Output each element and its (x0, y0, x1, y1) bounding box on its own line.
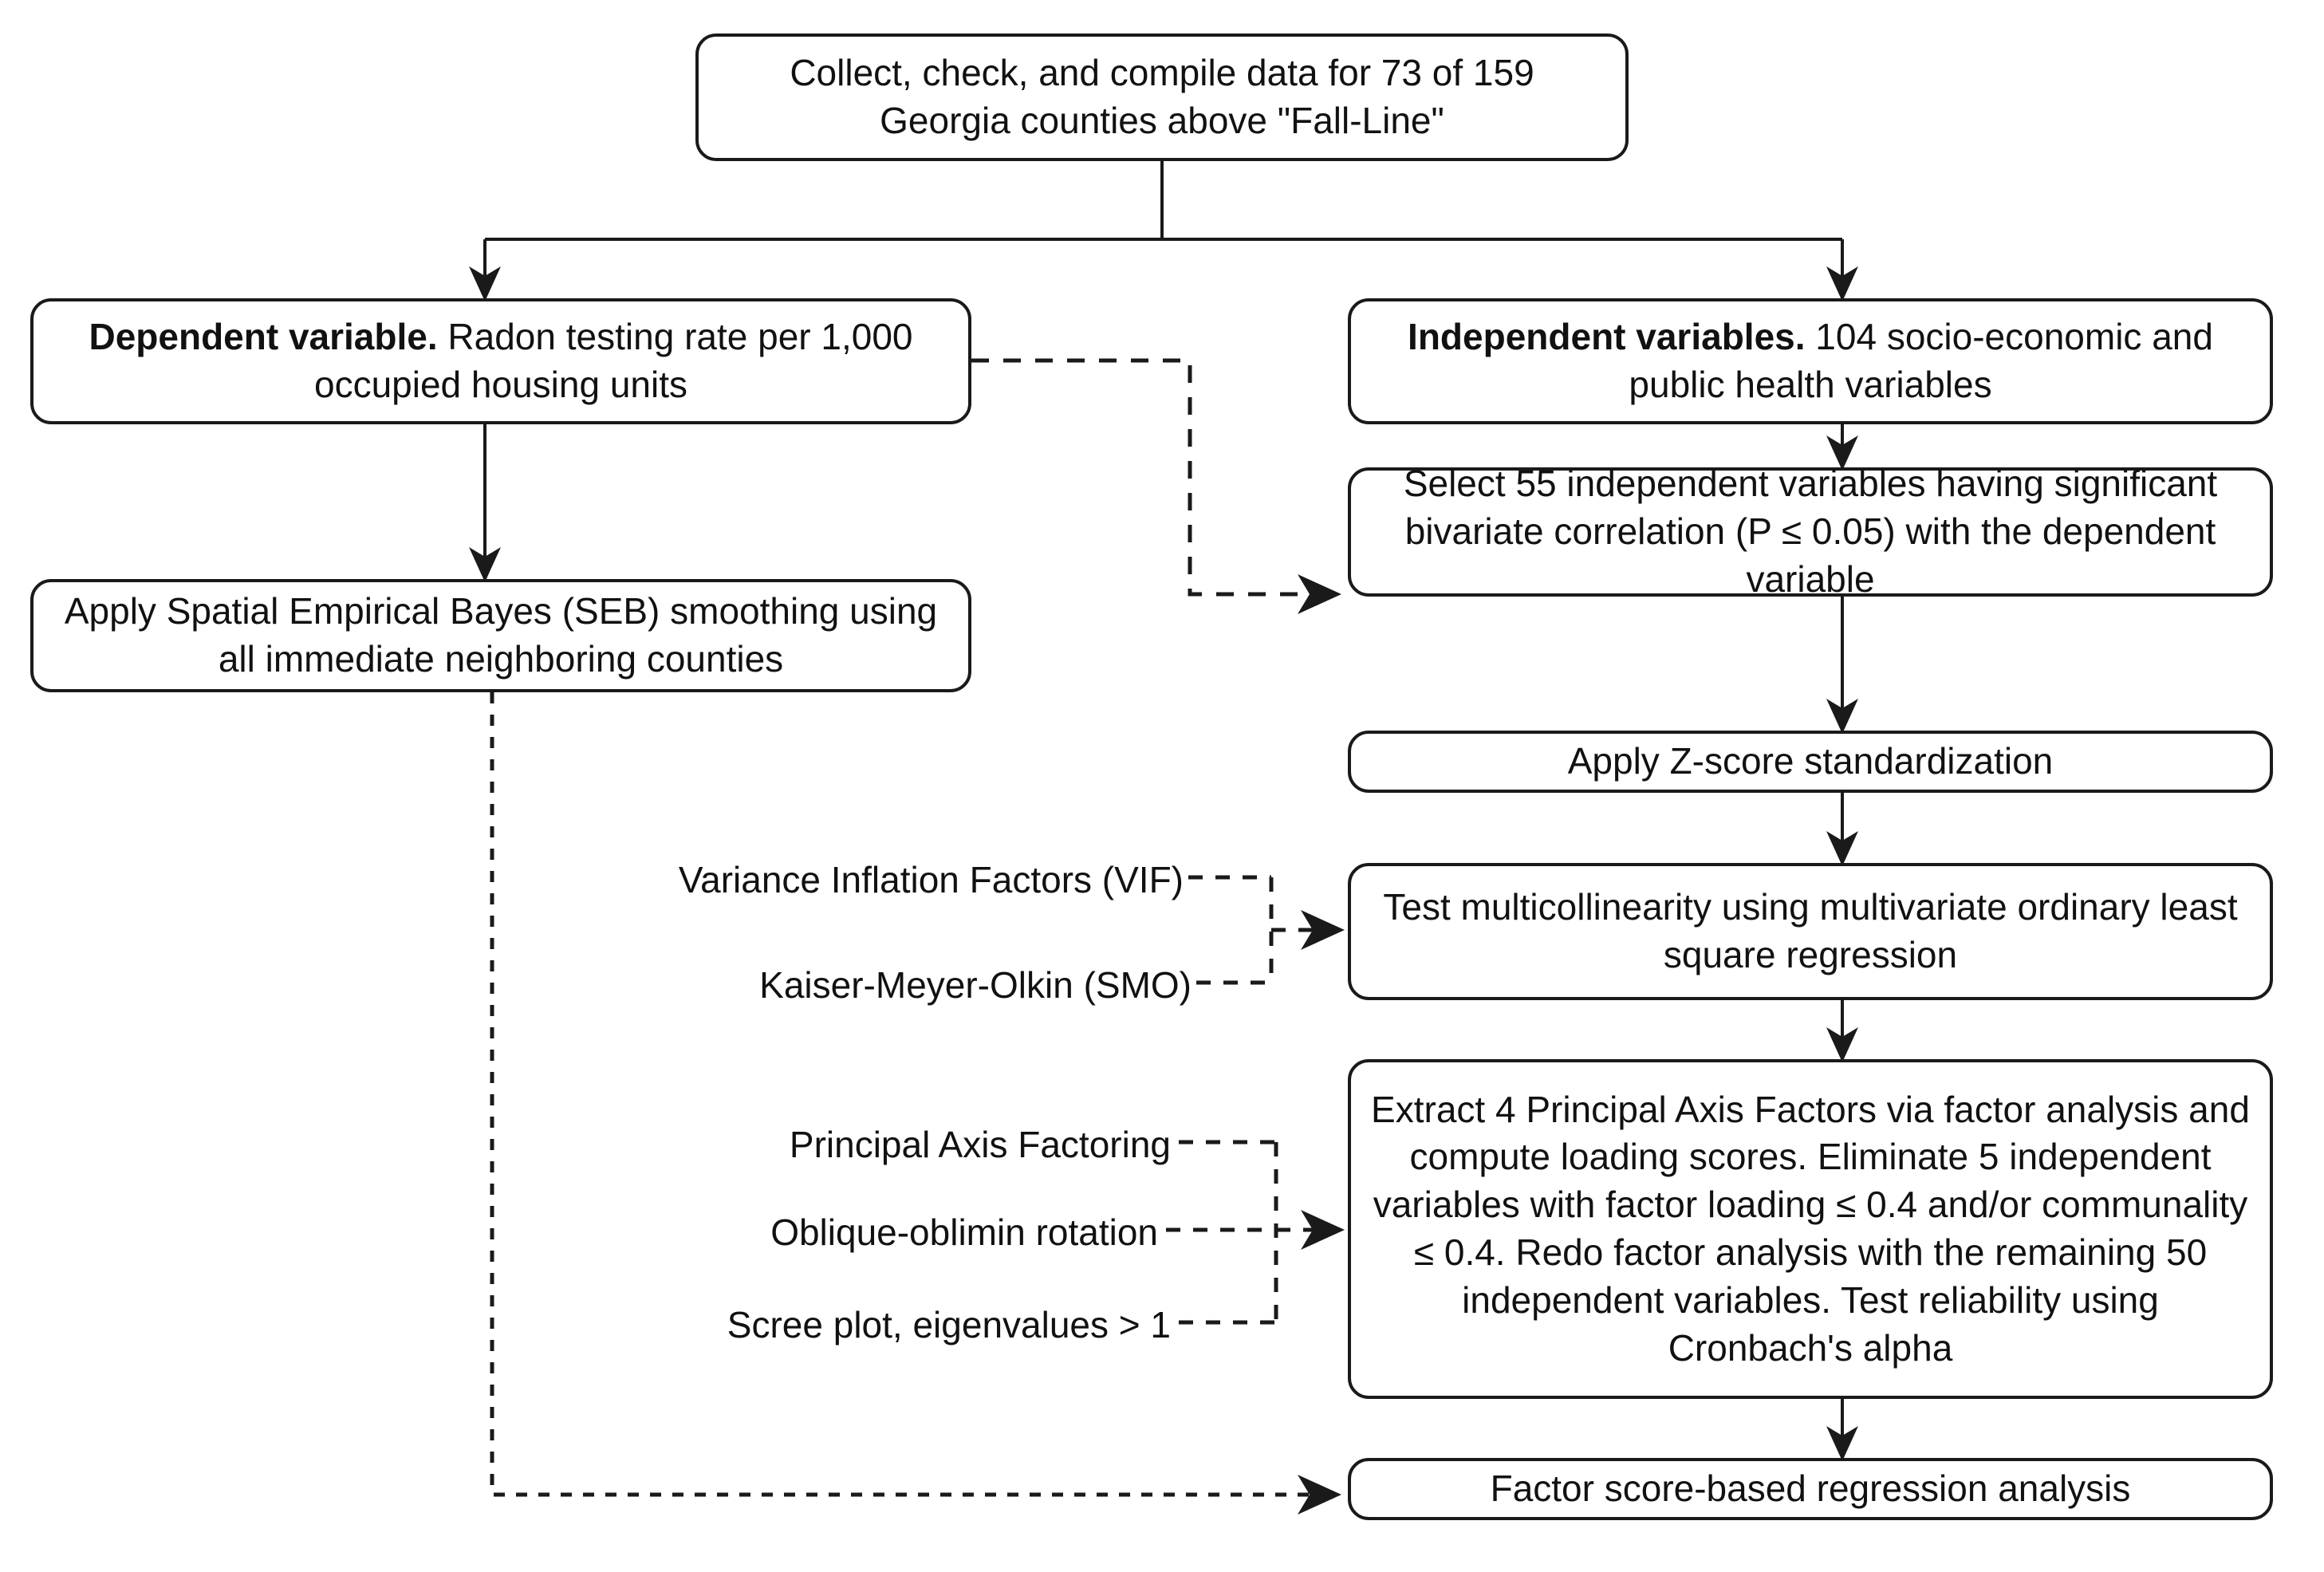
node-independent-variables[interactable]: Independent variables. 104 socio-economi… (1348, 298, 2273, 424)
node-select-variables[interactable]: Select 55 independent variables having s… (1348, 463, 2273, 600)
dependent-variable-text: Radon testing rate per 1,000 occupied ho… (314, 316, 913, 405)
edge-dashed-dependent-to-select (971, 358, 1341, 614)
extract-text: Extract 4 Principal Axis Factors via fac… (1371, 1088, 2250, 1369)
side-label-vif: Variance Inflation Factors (VIF) (678, 859, 1184, 900)
collect-line-2: Georgia counties above "Fall-Line" (880, 100, 1444, 141)
independent-variables-text: 104 socio-economic and public health var… (1629, 316, 2213, 405)
node-collect-data[interactable]: Collect, check, and compile data for 73 … (695, 33, 1629, 161)
node-seb-smoothing[interactable]: Apply Spatial Empirical Bayes (SEB) smoo… (30, 579, 971, 692)
side-label-kmo: Kaiser-Meyer-Olkin (SMO) (759, 964, 1192, 1006)
independent-variables-label: Independent variables. (1408, 316, 1806, 358)
seb-text: Apply Spatial Empirical Bayes (SEB) smoo… (64, 590, 938, 680)
node-test-multicollinearity[interactable]: Test multicollinearity using multivariat… (1348, 863, 2273, 1000)
node-extract-factors[interactable]: Extract 4 Principal Axis Factors via fac… (1348, 1059, 2273, 1399)
side-label-oblique-oblimin-rotation: Oblique-oblimin rotation (770, 1212, 1158, 1253)
dependent-variable-label: Dependent variable. (89, 316, 438, 358)
node-factor-score-regression[interactable]: Factor score-based regression analysis (1348, 1458, 2273, 1520)
node-dependent-variable[interactable]: Dependent variable. Radon testing rate p… (30, 298, 971, 424)
side-label-scree-plot: Scree plot, eigenvalues > 1 (727, 1304, 1171, 1345)
edge-dashed-seb-to-regression (490, 692, 1341, 1515)
node-zscore-standardization[interactable]: Apply Z-score standardization (1348, 731, 2273, 793)
select-text: Select 55 independent variables having s… (1403, 463, 2218, 600)
regression-text: Factor score-based regression analysis (1490, 1468, 2131, 1510)
side-label-principal-axis-factoring: Principal Axis Factoring (789, 1124, 1171, 1165)
multicollinearity-text: Test multicollinearity using multivariat… (1383, 886, 2238, 975)
collect-line-1: Collect, check, and compile data for 73 … (790, 52, 1534, 94)
zscore-text: Apply Z-score standardization (1567, 740, 2054, 782)
